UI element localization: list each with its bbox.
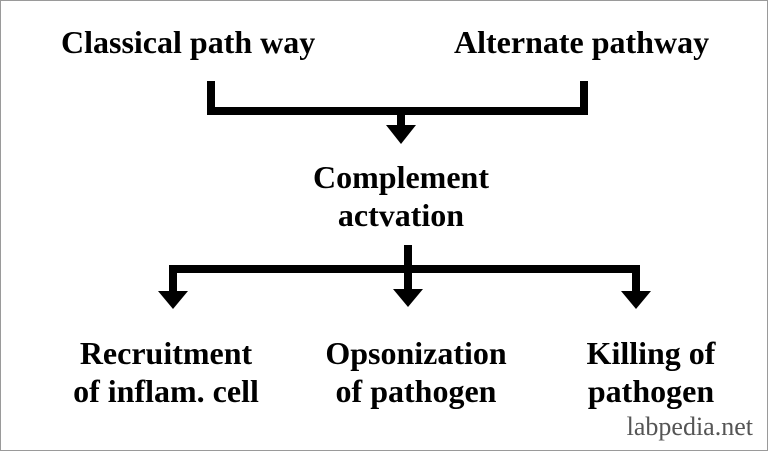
- complement-line-2: actvation: [337, 197, 465, 233]
- arrow-to-killing: [621, 291, 651, 309]
- killing-line-1: Killing of: [586, 335, 716, 371]
- recruitment-outcome: Recruitment of inflam. cell: [31, 334, 301, 410]
- recruitment-line-1: Recruitment: [79, 335, 253, 371]
- arrow-to-recruitment: [158, 291, 188, 309]
- outcome-branch-bar: [169, 265, 640, 291]
- killing-line-2: pathogen: [587, 373, 715, 409]
- pathway-merge-bracket: [207, 81, 588, 115]
- recruitment-line-2: of inflam. cell: [73, 373, 259, 409]
- complement-line-1: Complement: [313, 159, 489, 195]
- arrow-to-opsonization: [393, 289, 423, 307]
- killing-outcome: Killing of pathogen: [566, 334, 736, 410]
- watermark: labpedia.net: [626, 412, 753, 441]
- complement-activation-node: Complement actvation: [281, 158, 521, 234]
- opsonization-outcome: Opsonization of pathogen: [301, 334, 531, 410]
- arrow-to-complement: [386, 125, 416, 144]
- alternate-pathway-label: Alternate pathway: [454, 24, 710, 60]
- classical-pathway-label: Classical path way: [61, 24, 316, 60]
- opsonization-line-2: of pathogen: [335, 373, 497, 409]
- opsonization-line-1: Opsonization: [325, 335, 507, 371]
